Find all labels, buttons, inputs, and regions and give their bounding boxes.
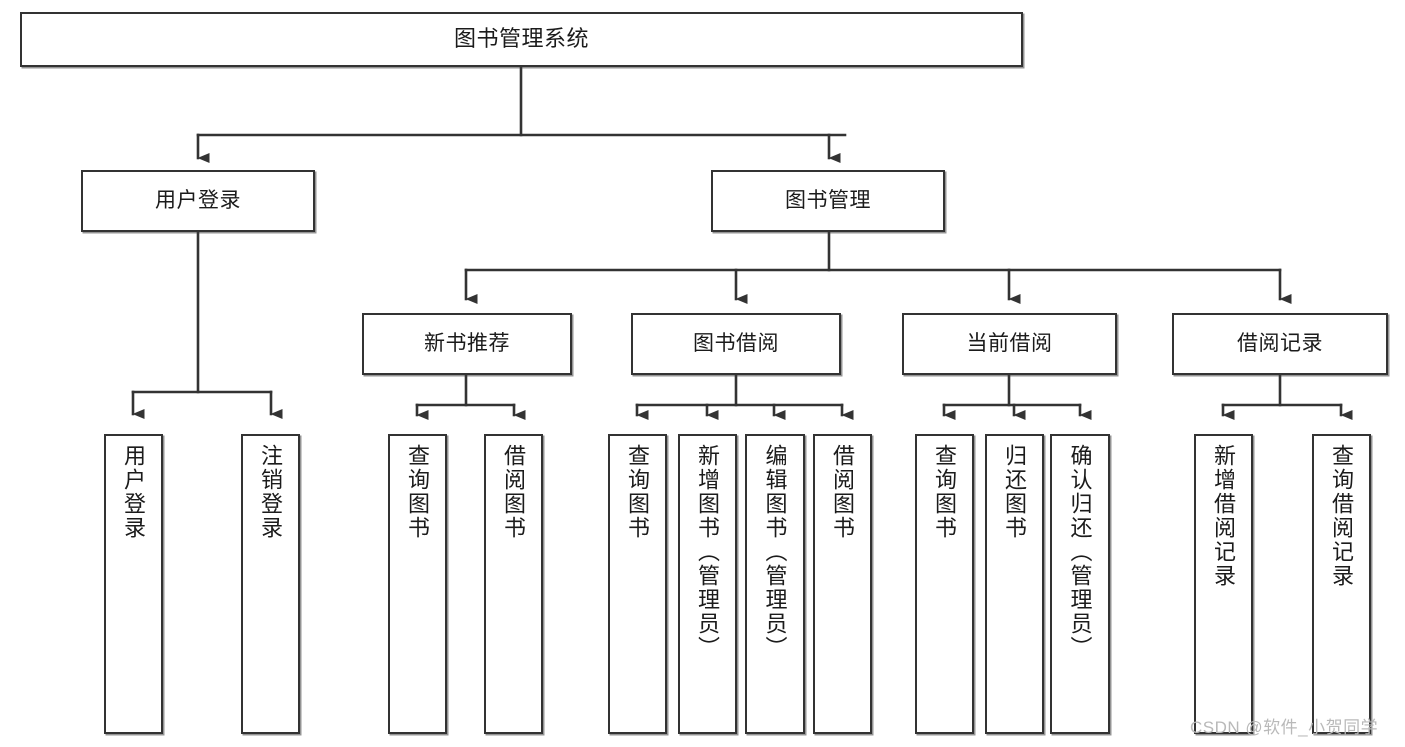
node-leaf-borrow-books-recommend[interactable]: 借阅图书 [484,434,543,734]
node-leaf-add-borrow-record[interactable]: 新增借阅记录 [1194,434,1253,734]
node-label: 编辑图书（管理员） [762,444,788,660]
node-current-borrowing[interactable]: 当前借阅 [902,313,1117,375]
node-label: 用户登录 [155,189,241,213]
node-label: 查询图书 [625,444,651,540]
node-borrowing-records[interactable]: 借阅记录 [1172,313,1388,375]
node-label: 用户登录 [121,444,147,540]
node-label: 查询图书 [932,444,958,540]
node-label: 确认归还（管理员） [1067,444,1093,660]
node-label: 归还图书 [1002,444,1028,540]
node-user-login[interactable]: 用户登录 [81,170,315,232]
node-label: 借阅记录 [1237,332,1323,356]
node-leaf-logout[interactable]: 注销登录 [241,434,300,734]
node-leaf-query-borrow-record[interactable]: 查询借阅记录 [1312,434,1371,734]
node-label: 新书推荐 [424,332,510,356]
node-leaf-query-books-borrow[interactable]: 查询图书 [608,434,667,734]
node-leaf-add-book-admin[interactable]: 新增图书（管理员） [678,434,737,734]
node-label: 当前借阅 [966,332,1053,356]
node-leaf-borrow-books[interactable]: 借阅图书 [813,434,872,734]
node-label: 图书借阅 [693,332,779,356]
node-label: 查询图书 [405,444,431,540]
node-label: 新增图书（管理员） [695,444,721,660]
node-label: 图书管理系统 [453,26,589,52]
node-leaf-edit-book-admin[interactable]: 编辑图书（管理员） [745,434,805,734]
node-leaf-return-books[interactable]: 归还图书 [985,434,1044,734]
node-new-book-recommendation[interactable]: 新书推荐 [362,313,572,375]
node-label: 图书管理 [785,189,871,213]
node-label: 新增借阅记录 [1211,444,1237,588]
node-root-book-management-system[interactable]: 图书管理系统 [20,12,1023,67]
node-leaf-query-books-recommend[interactable]: 查询图书 [388,434,447,734]
node-leaf-user-login[interactable]: 用户登录 [104,434,163,734]
node-label: 查询借阅记录 [1329,444,1355,588]
node-leaf-confirm-return-admin[interactable]: 确认归还（管理员） [1050,434,1110,734]
node-label: 注销登录 [258,444,284,540]
watermark: CSDN @软件_小贺同学 [1190,718,1379,737]
node-book-management[interactable]: 图书管理 [711,170,945,232]
node-leaf-query-books-current[interactable]: 查询图书 [915,434,974,734]
node-book-borrowing[interactable]: 图书借阅 [631,313,841,375]
node-label: 借阅图书 [501,444,527,540]
node-label: 借阅图书 [830,444,856,540]
